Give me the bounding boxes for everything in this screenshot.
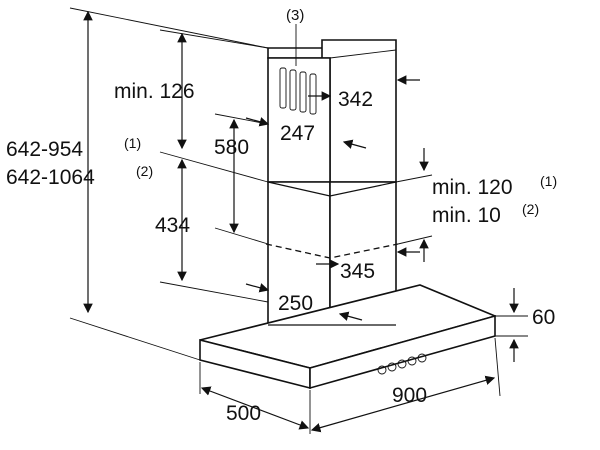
- dimension-lines: [69, 7, 528, 434]
- height-range-2-note: (2): [136, 163, 153, 179]
- dim-500-label: 500: [226, 402, 261, 425]
- height-range-1-note: (1): [124, 135, 141, 151]
- min-overlap-line: [265, 243, 399, 259]
- control-button-icon: [397, 359, 407, 369]
- control-button-icon: [417, 353, 427, 363]
- height-range-2-label: 642-1064: [6, 166, 95, 189]
- min-120-label: min. 120: [432, 176, 513, 199]
- dim-345-label: 345: [340, 260, 375, 283]
- height-range-1-label: 642-954: [6, 138, 83, 161]
- min-126-label: min. 126: [114, 80, 195, 103]
- min-10-note: (2): [522, 201, 539, 217]
- dim-60-label: 60: [532, 306, 555, 329]
- dim-247-label: 247: [280, 122, 315, 145]
- dim-250-label: 250: [278, 292, 313, 315]
- control-button-icon: [407, 356, 417, 366]
- control-button-icon: [377, 365, 387, 375]
- min-10-label: min. 10: [432, 204, 501, 227]
- note-3-label: (3): [286, 7, 304, 24]
- control-buttons: [377, 353, 427, 375]
- lower-chimney: [265, 181, 399, 326]
- upper-chimney: [267, 39, 397, 183]
- dim-900-label: 900: [392, 384, 427, 407]
- dim-434-label: 434: [155, 214, 190, 237]
- vent-slots: [279, 67, 317, 115]
- control-button-icon: [387, 362, 397, 372]
- dim-580-label: 580: [214, 136, 249, 159]
- dim-342-label: 342: [338, 88, 373, 111]
- min-120-note: (1): [540, 173, 557, 189]
- dimension-labels: (3) min. 126 642-954 (1) 642-1064 (2) 58…: [6, 7, 557, 425]
